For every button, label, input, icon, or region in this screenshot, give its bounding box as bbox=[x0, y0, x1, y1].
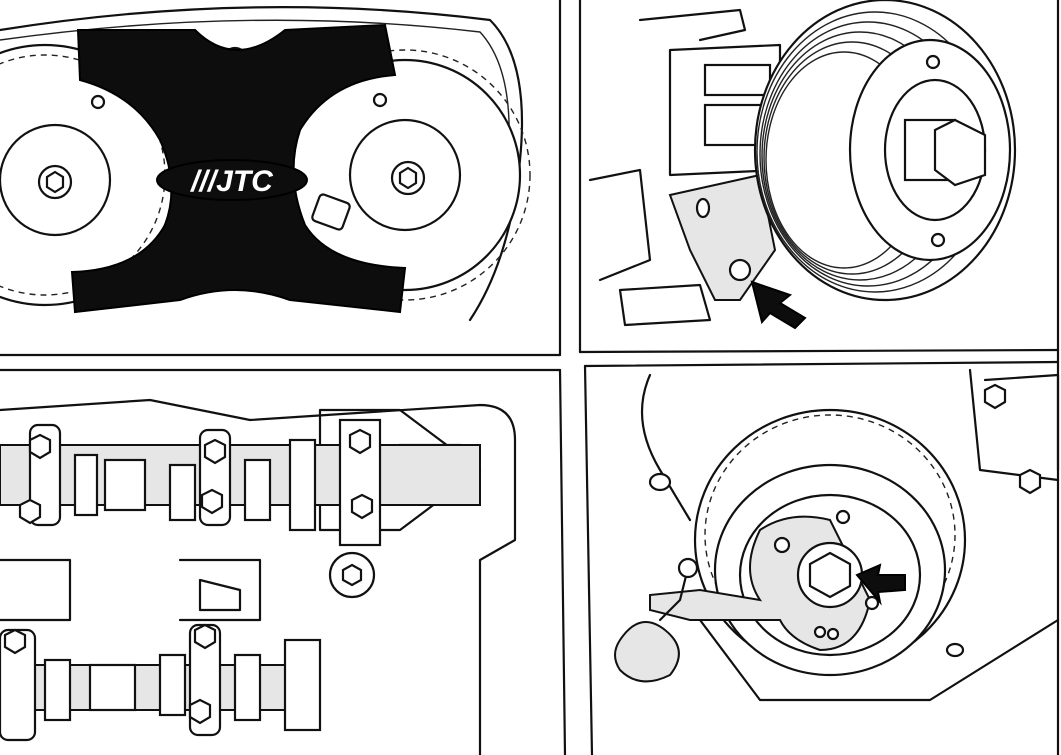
panel-top-left: ///JTC bbox=[0, 6, 531, 322]
panel-bottom-right bbox=[614, 368, 1060, 702]
mounting-bracket bbox=[668, 173, 777, 301]
panel-bottom-left bbox=[0, 398, 517, 755]
wrench-knob bbox=[614, 621, 680, 683]
panel-top-right bbox=[588, 0, 1017, 330]
upper-camshaft bbox=[0, 444, 481, 506]
jtc-logo: ///JTC bbox=[189, 165, 274, 198]
arrow-icon bbox=[750, 280, 807, 330]
jtc-logo-badge bbox=[156, 159, 308, 201]
arrow-icon bbox=[855, 563, 906, 606]
locking-pin bbox=[728, 258, 752, 282]
